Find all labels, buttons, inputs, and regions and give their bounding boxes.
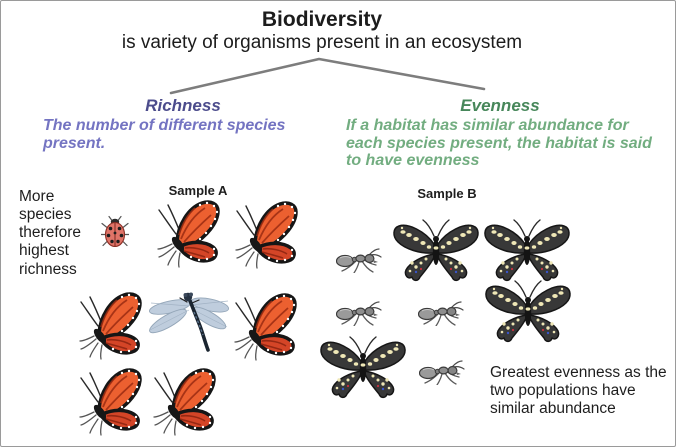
- monarch-butterfly-icon: [232, 290, 304, 362]
- monarch-butterfly-icon: [155, 197, 227, 269]
- monarch-butterfly-icon: [77, 289, 149, 361]
- swallowtail-butterfly-icon: [483, 219, 571, 283]
- swallowtail-butterfly-icon: [392, 219, 480, 283]
- page-subtitle: is variety of organisms present in an ec…: [121, 32, 523, 53]
- richness-description: The number of different species present.: [43, 117, 286, 152]
- dragonfly-icon: [147, 288, 231, 356]
- ant-icon: [418, 298, 464, 326]
- sample-a-label: Sample A: [168, 183, 228, 198]
- swallowtail-butterfly-icon: [319, 336, 407, 400]
- page-title: Biodiversity: [261, 8, 383, 31]
- sample-b-label: Sample B: [417, 186, 477, 201]
- ant-icon: [336, 298, 382, 326]
- ant-icon: [419, 357, 465, 385]
- richness-heading: Richness: [145, 96, 221, 115]
- monarch-butterfly-icon: [77, 365, 149, 437]
- evenness-annotation: Greatest evenness as the two populations…: [490, 364, 667, 418]
- monarch-butterfly-icon: [151, 365, 223, 437]
- monarch-butterfly-icon: [233, 198, 305, 270]
- evenness-heading: Evenness: [460, 96, 540, 115]
- ant-icon: [336, 245, 382, 273]
- ladybug-icon: [101, 216, 129, 249]
- swallowtail-butterfly-icon: [484, 280, 572, 344]
- evenness-description: If a habitat has similar abundance for e…: [346, 117, 652, 170]
- richness-annotation: More species therefore highest richness: [19, 188, 82, 278]
